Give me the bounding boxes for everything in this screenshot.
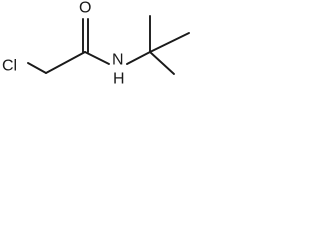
atom-nitrogen-label: N <box>112 52 124 69</box>
bond-cl-ch2 <box>27 62 47 74</box>
bond-tbutyl-methyl-right <box>149 32 190 53</box>
bond-nitrogen-tbutyl <box>126 51 151 65</box>
chemical-structure-diagram: Cl O N H <box>2 0 190 88</box>
atom-chlorine-label: Cl <box>2 58 17 75</box>
atom-oxygen-label: O <box>79 0 91 17</box>
bond-carbonyl-nitrogen <box>84 51 110 65</box>
atom-hydrogen-label: H <box>113 71 125 88</box>
bond-tbutyl-methyl-bottom <box>149 51 175 75</box>
bond-ch2-carbonyl <box>45 51 86 74</box>
